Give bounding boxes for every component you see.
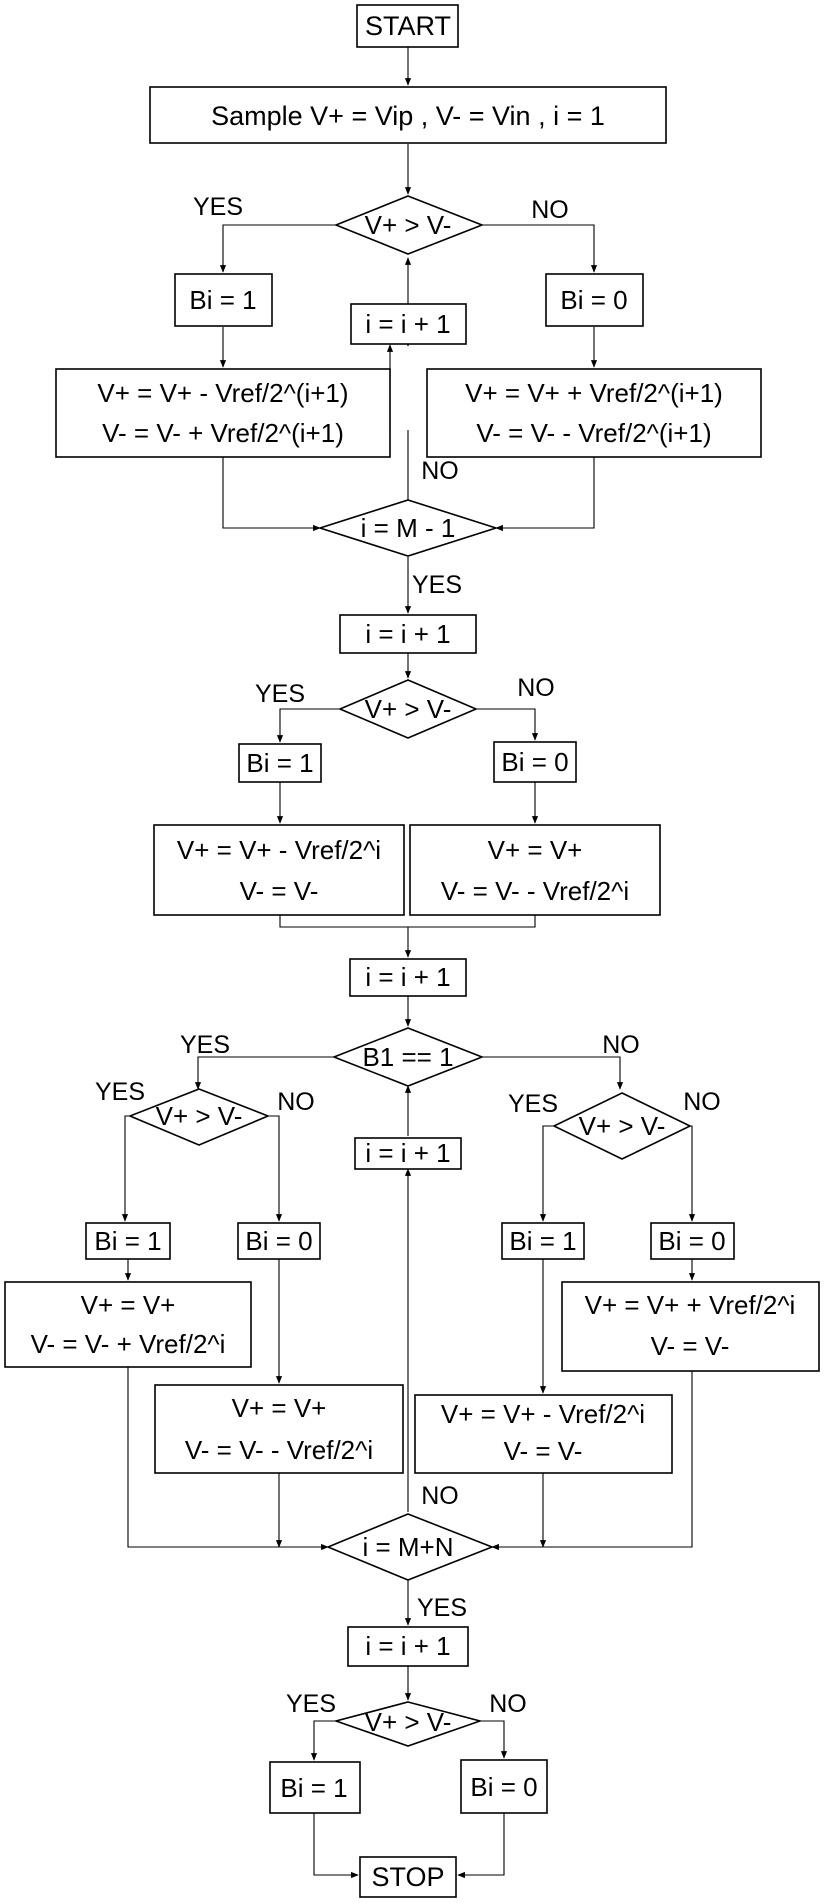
decision-compare-2: V+ > V- (337, 679, 479, 739)
node-label: V+ = V+ (488, 835, 583, 865)
no-label-1: NO (531, 196, 569, 224)
bi-zero-4: Bi = 0 (460, 1759, 548, 1814)
node-label: B1 == 1 (362, 1042, 453, 1072)
start-terminal: START (356, 4, 459, 48)
no-label-2: NO (517, 674, 555, 702)
no-label-loop-1: NO (421, 457, 459, 485)
bi-one-3-left: Bi = 1 (85, 1222, 171, 1260)
node-label: Bi = 1 (246, 748, 313, 778)
yes-label-1: YES (193, 193, 243, 221)
increment-2: i = i + 1 (339, 614, 477, 654)
bi-one-2: Bi = 1 (238, 743, 322, 783)
node-label: Bi = 0 (560, 285, 627, 315)
increment-1: i = i + 1 (350, 303, 467, 345)
node-label: Bi = 1 (280, 1773, 347, 1803)
node-label: Bi = 0 (470, 1772, 537, 1802)
update-right-zero: V+ = V+ + Vref/2^i V- = V- (561, 1281, 820, 1372)
node-label: V- = V- - Vref/2^i (185, 1435, 373, 1465)
node-label: V+ = V+ (232, 1393, 327, 1423)
yes-label-loop-1: YES (412, 571, 462, 599)
node-label: V+ > V- (365, 210, 452, 240)
node-label: i = i + 1 (365, 1631, 450, 1661)
loop-check-2: i = M+N (325, 1513, 495, 1581)
node-label: Bi = 0 (245, 1226, 312, 1256)
node-label: V+ > V- (365, 1707, 452, 1737)
no-label-3r: NO (683, 1088, 721, 1116)
node-label: Bi = 0 (501, 747, 568, 777)
node-label: STOP (371, 1862, 444, 1892)
sample-step: Sample V+ = Vip , V- = Vin , i = 1 (149, 86, 667, 144)
node-label: V- = V- (240, 876, 319, 906)
no-label-3l: NO (277, 1088, 315, 1116)
bi-zero-1: Bi = 0 (545, 273, 644, 327)
update-yes-2: V+ = V+ - Vref/2^i V- = V- (153, 824, 405, 916)
update-no-1: V+ = V+ + Vref/2^(i+1) V- = V- - Vref/2^… (426, 368, 762, 458)
bi-one-3-right: Bi = 1 (501, 1222, 585, 1260)
update-yes-1: V+ = V+ - Vref/2^(i+1) V- = V- + Vref/2^… (55, 368, 391, 458)
decision-compare-3-right: V+ > V- (552, 1092, 692, 1160)
no-label-b1: NO (602, 1031, 640, 1059)
node-label: V+ = V+ - Vref/2^i (177, 835, 381, 865)
node-label: V+ > V- (156, 1101, 243, 1131)
node-label: Bi = 0 (658, 1226, 725, 1256)
node-label: V+ = V+ (81, 1290, 176, 1320)
node-label: START (365, 11, 451, 41)
yes-label-4: YES (286, 1690, 336, 1718)
yes-label-loop-2: YES (417, 1594, 467, 1622)
node-label: V- = V- (651, 1331, 730, 1361)
node-label: Bi = 1 (509, 1226, 576, 1256)
update-left-one: V+ = V+ V- = V- + Vref/2^i (4, 1281, 252, 1368)
decision-compare-1: V+ > V- (333, 195, 485, 255)
decision-b1-check: B1 == 1 (331, 1027, 485, 1087)
yes-label-2: YES (255, 680, 305, 708)
yes-label-3l: YES (95, 1078, 145, 1106)
decision-compare-3-left: V+ > V- (127, 1088, 271, 1146)
node-label: i = i + 1 (365, 1138, 450, 1168)
node-label: V- = V- + Vref/2^(i+1) (102, 418, 344, 448)
bi-zero-3-right: Bi = 0 (650, 1222, 735, 1260)
no-label-loop-2: NO (421, 1482, 459, 1510)
bi-one-1: Bi = 1 (174, 273, 273, 327)
node-label: V- = V- - Vref/2^(i+1) (476, 418, 711, 448)
bi-zero-2: Bi = 0 (493, 741, 577, 783)
node-label: Sample V+ = Vip , V- = Vin , i = 1 (211, 101, 605, 131)
node-label: V+ = V+ + Vref/2^(i+1) (465, 378, 723, 408)
node-label: i = M+N (362, 1532, 453, 1562)
node-label: i = i + 1 (365, 962, 450, 992)
bi-one-4: Bi = 1 (269, 1761, 361, 1814)
node-label: V+ = V+ + Vref/2^i (585, 1290, 796, 1320)
node-label: V+ > V- (365, 694, 452, 724)
yes-label-b1: YES (180, 1031, 230, 1059)
bi-zero-3-left: Bi = 0 (237, 1222, 321, 1260)
node-label: V+ > V- (579, 1111, 666, 1141)
update-right-one: V+ = V+ - Vref/2^i V- = V- (414, 1394, 673, 1474)
update-no-2: V+ = V+ V- = V- - Vref/2^i (409, 824, 661, 916)
increment-4: i = i + 1 (347, 1626, 469, 1667)
node-label: Bi = 1 (189, 285, 256, 315)
update-left-zero: V+ = V+ V- = V- - Vref/2^i (154, 1384, 404, 1474)
decision-compare-4: V+ > V- (333, 1701, 483, 1747)
node-label: V+ = V+ - Vref/2^(i+1) (97, 378, 348, 408)
node-label: V- = V- - Vref/2^i (441, 876, 629, 906)
node-label: Bi = 1 (94, 1226, 161, 1256)
node-label: V- = V- (504, 1436, 583, 1466)
node-label: V- = V- + Vref/2^i (31, 1329, 226, 1359)
no-label-4: NO (489, 1690, 527, 1718)
node-label: i = i + 1 (365, 309, 450, 339)
yes-label-3r: YES (508, 1090, 558, 1118)
node-label: i = i + 1 (365, 619, 450, 649)
node-label: V+ = V+ - Vref/2^i (441, 1399, 645, 1429)
stop-terminal: STOP (359, 1856, 457, 1898)
node-label: i = M - 1 (361, 513, 456, 543)
increment-3: i = i + 1 (349, 958, 467, 997)
loop-check-1: i = M - 1 (317, 499, 499, 557)
increment-loop: i = i + 1 (354, 1137, 462, 1170)
